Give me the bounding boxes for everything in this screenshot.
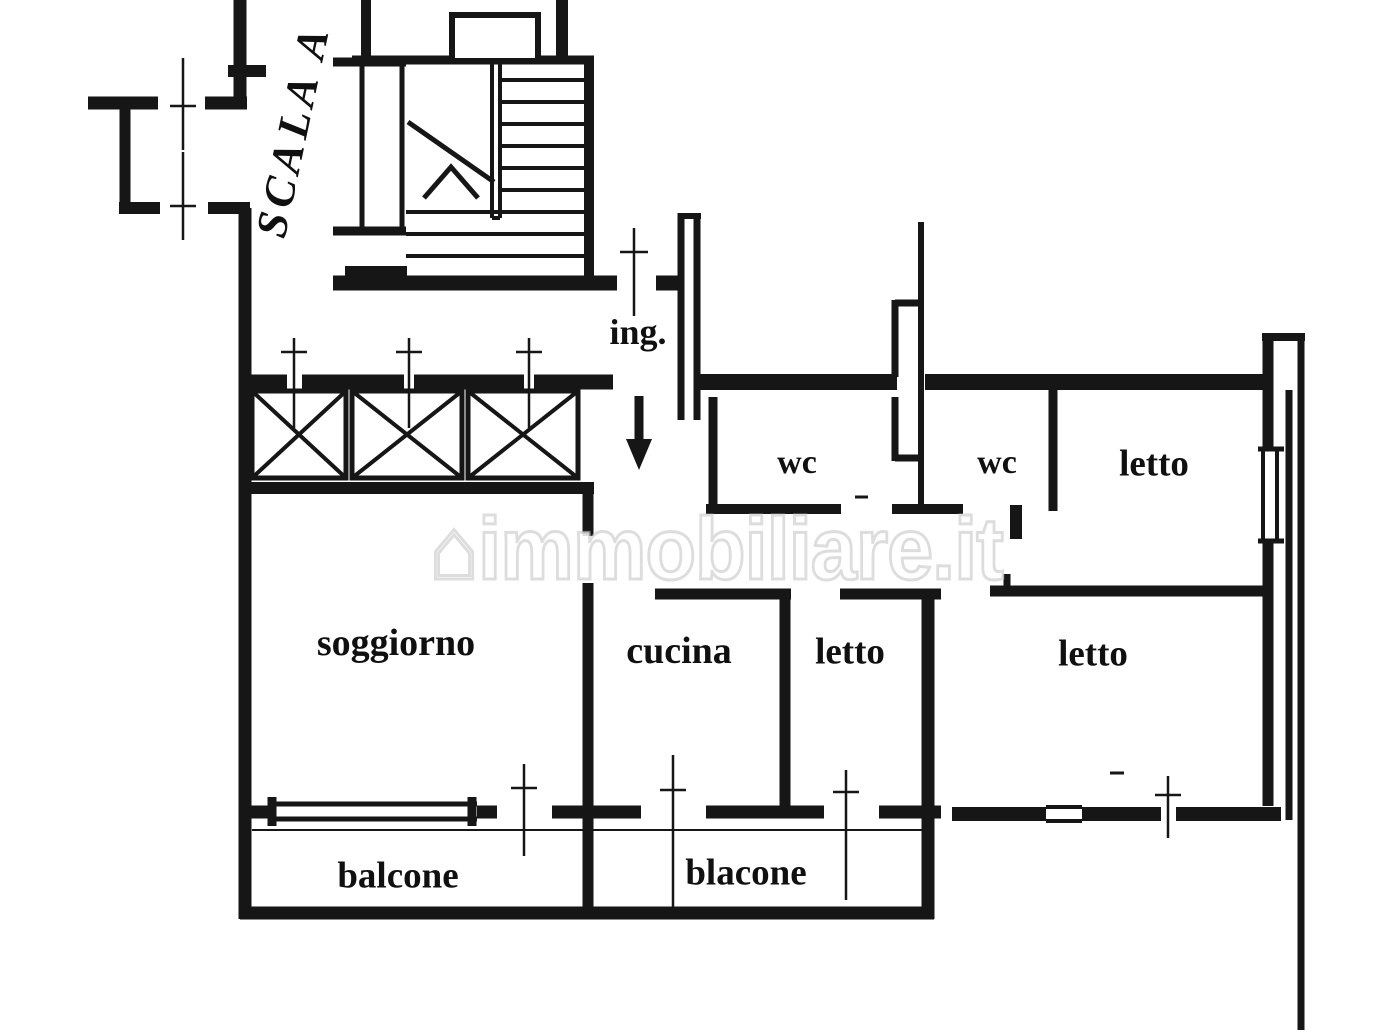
- entry-door-centerline: [620, 228, 648, 316]
- balcony-door-centerlines: [511, 755, 1181, 919]
- porch-opening-centerlines: [170, 58, 196, 240]
- room-label-bedroom-top-right: letto: [1119, 443, 1189, 485]
- wc-left-walls: [706, 397, 928, 514]
- watermark-glyph: ⌂: [428, 498, 481, 600]
- wc-right-walls: [925, 390, 1058, 539]
- watermark-immobiliare: ⌂immobiliare.it: [428, 498, 1005, 600]
- room-label-kitchen: cucina: [626, 630, 732, 672]
- room-label-wc-right: wc: [977, 444, 1017, 481]
- porch-walls: [88, 0, 266, 214]
- room-label-living-room: soggiorno: [316, 622, 476, 664]
- interior-partitions: [582, 574, 1268, 919]
- plumbing-shaft: [891, 222, 924, 512]
- staircase: [333, 0, 683, 291]
- living-room-window: [267, 797, 477, 826]
- bedroom-right-bottom-wall: [952, 805, 1281, 823]
- scan-noise-dashes: [855, 495, 1124, 775]
- room-label-bedroom-middle: letto: [815, 631, 885, 673]
- right-exterior-wall: [1258, 333, 1305, 1030]
- watermark-text: immobiliare.it: [477, 498, 1005, 600]
- stair-steps: [406, 78, 585, 258]
- entrance-arrow: [626, 396, 652, 470]
- balcony-walls: [240, 812, 934, 920]
- room-label-entrance: ing.: [609, 312, 667, 352]
- room-label-balcony-right: blacone: [685, 852, 807, 894]
- vent-centerlines: [281, 338, 542, 428]
- entrance-double-wall: [677, 213, 701, 420]
- living-room-top-wall: [240, 482, 594, 536]
- stair-direction-arrow: [406, 119, 496, 200]
- room-label-bedroom-bottom-right: letto: [1058, 633, 1128, 675]
- room-label-wc-left: wc: [777, 444, 817, 481]
- crossed-shaft-boxes: [249, 388, 581, 481]
- room-label-balcony-left: balcone: [337, 855, 459, 897]
